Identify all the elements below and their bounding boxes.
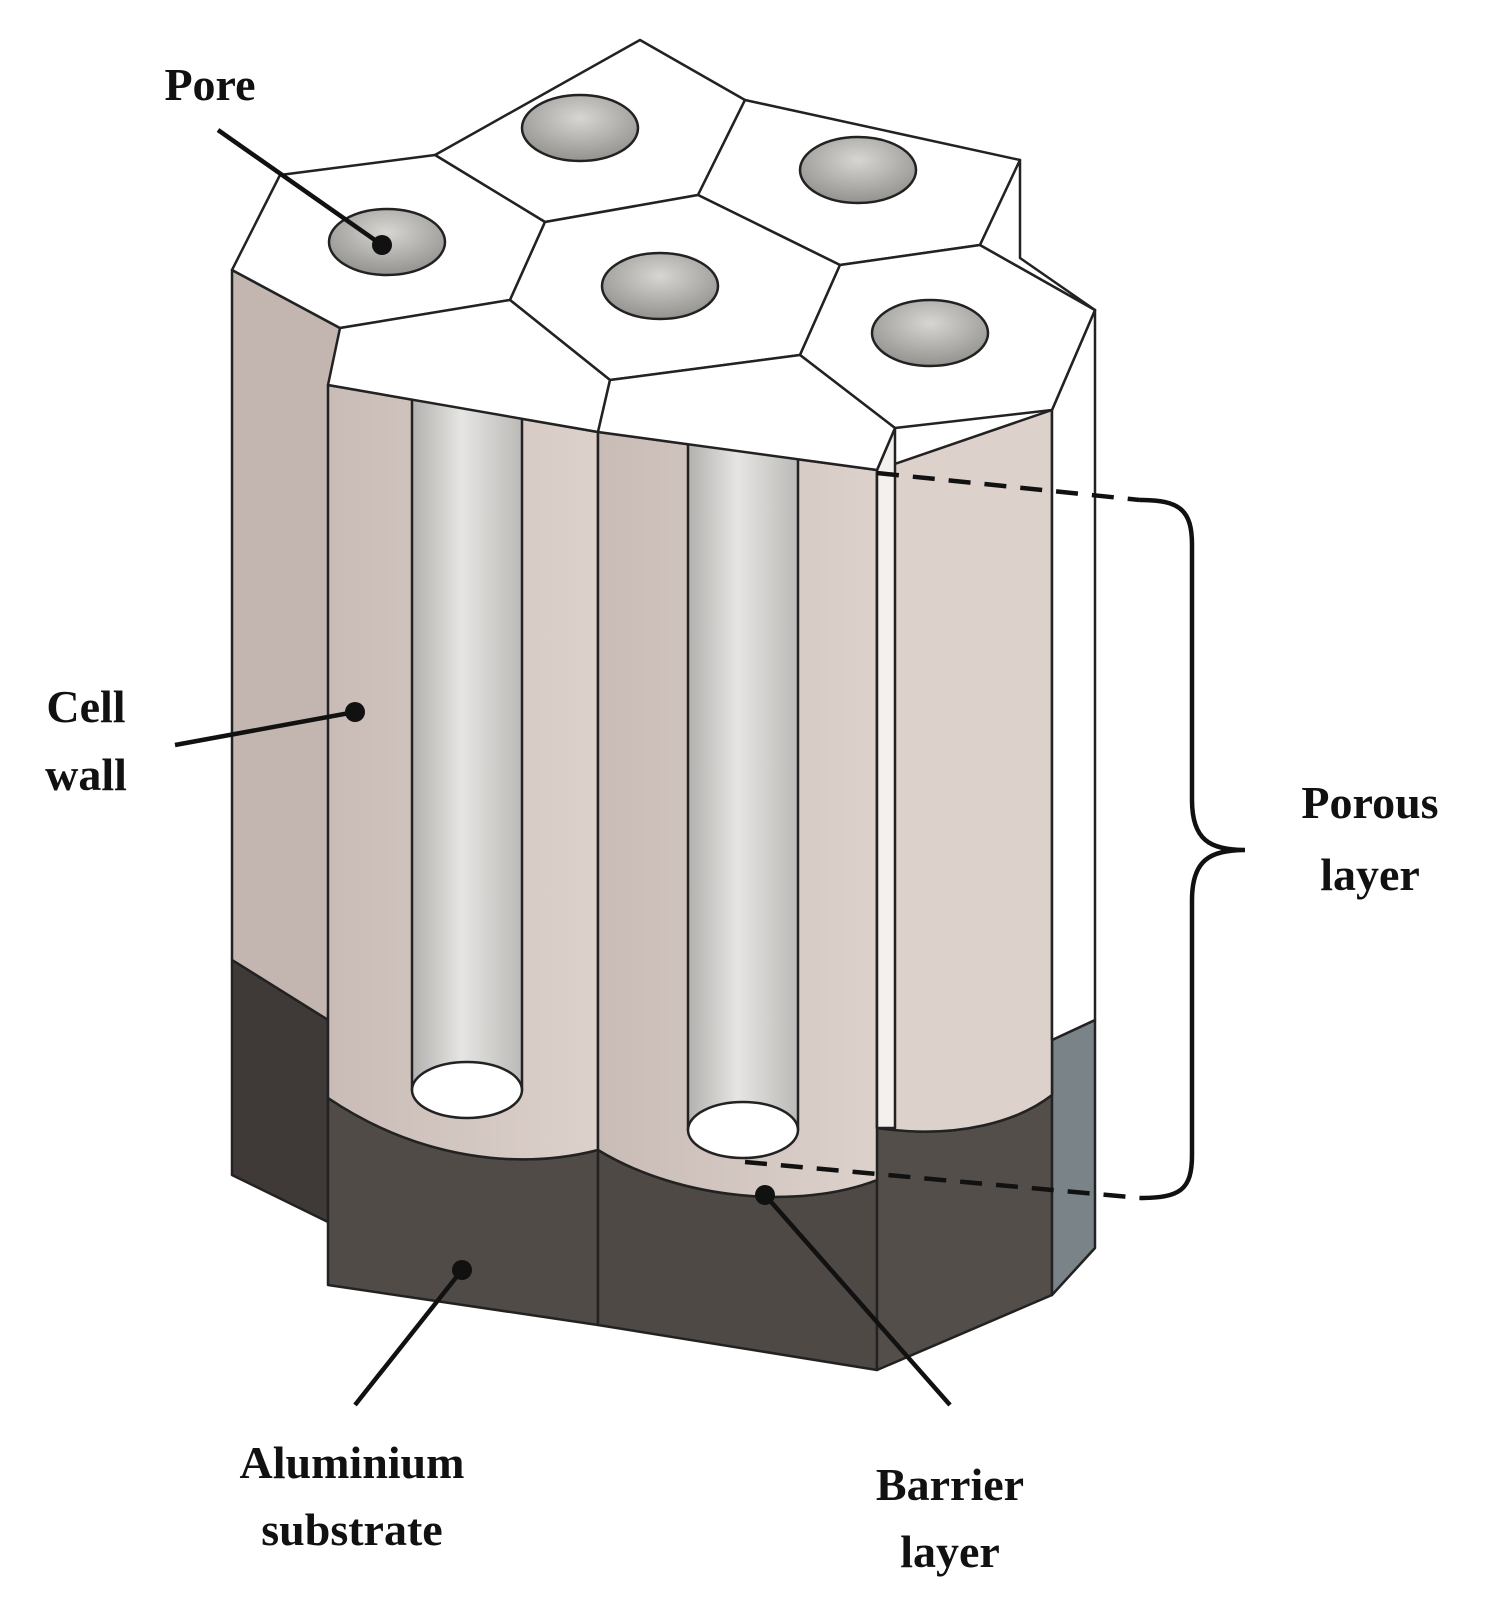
porous-layer-brace	[1139, 497, 1246, 1201]
label-aluminium-substrate-line1: Aluminium	[240, 1437, 465, 1488]
label-cell-wall-line2: wall	[45, 749, 127, 800]
substrate-side-right	[1050, 1018, 1097, 1297]
label-pore: Pore	[164, 59, 255, 110]
pore-openings	[327, 93, 990, 368]
pore-opening-5	[870, 298, 990, 368]
leader-cell-wall	[174, 709, 356, 748]
cell-wall-right	[875, 408, 1054, 1133]
hex-side-back-right	[978, 158, 1097, 312]
leader-pore	[216, 128, 384, 247]
labels: Pore Cell wall Porous layer Aluminium su…	[45, 59, 1438, 1577]
leader-barrier-layer	[763, 1193, 952, 1407]
pore-opening-2	[520, 93, 640, 163]
pore-channels	[410, 371, 800, 1160]
aluminium-substrate-block	[326, 1018, 1097, 1372]
pore-opening-3	[798, 135, 918, 205]
porous-dash-bottom	[744, 1159, 1141, 1201]
leader-aluminium-substrate	[353, 1268, 464, 1407]
substrate-front-right	[875, 1093, 1054, 1372]
label-aluminium-substrate-line2: substrate	[261, 1504, 442, 1555]
leader-lines	[174, 128, 1246, 1407]
label-cell-wall-line1: Cell	[46, 681, 125, 732]
pore-channel-left-bottom	[410, 1060, 524, 1120]
pore-channel-center	[686, 416, 800, 1132]
leader-cell-wall-dot	[345, 702, 365, 722]
leader-aluminium-substrate-dot	[452, 1260, 472, 1280]
hex-top-front-left	[326, 298, 612, 434]
hex-top-front-center	[596, 353, 897, 472]
back-left-wall	[230, 268, 342, 1022]
wall-edge-strip	[875, 426, 897, 1130]
porous-dash-top	[876, 470, 1141, 503]
leader-barrier-layer-dot	[755, 1185, 775, 1205]
pore-channel-left	[410, 371, 524, 1092]
pore-channel-center-bottom	[686, 1100, 800, 1160]
label-porous-layer-line1: Porous	[1301, 777, 1438, 828]
pore-opening-4	[600, 251, 720, 321]
label-porous-layer-line2: layer	[1320, 849, 1420, 900]
label-barrier-layer-line1: Barrier	[876, 1459, 1024, 1510]
leader-pore-dot	[372, 235, 392, 255]
cell-wall-right-side	[1050, 308, 1097, 1042]
label-barrier-layer-line2: layer	[900, 1526, 1000, 1577]
back-left-column	[230, 268, 342, 1224]
